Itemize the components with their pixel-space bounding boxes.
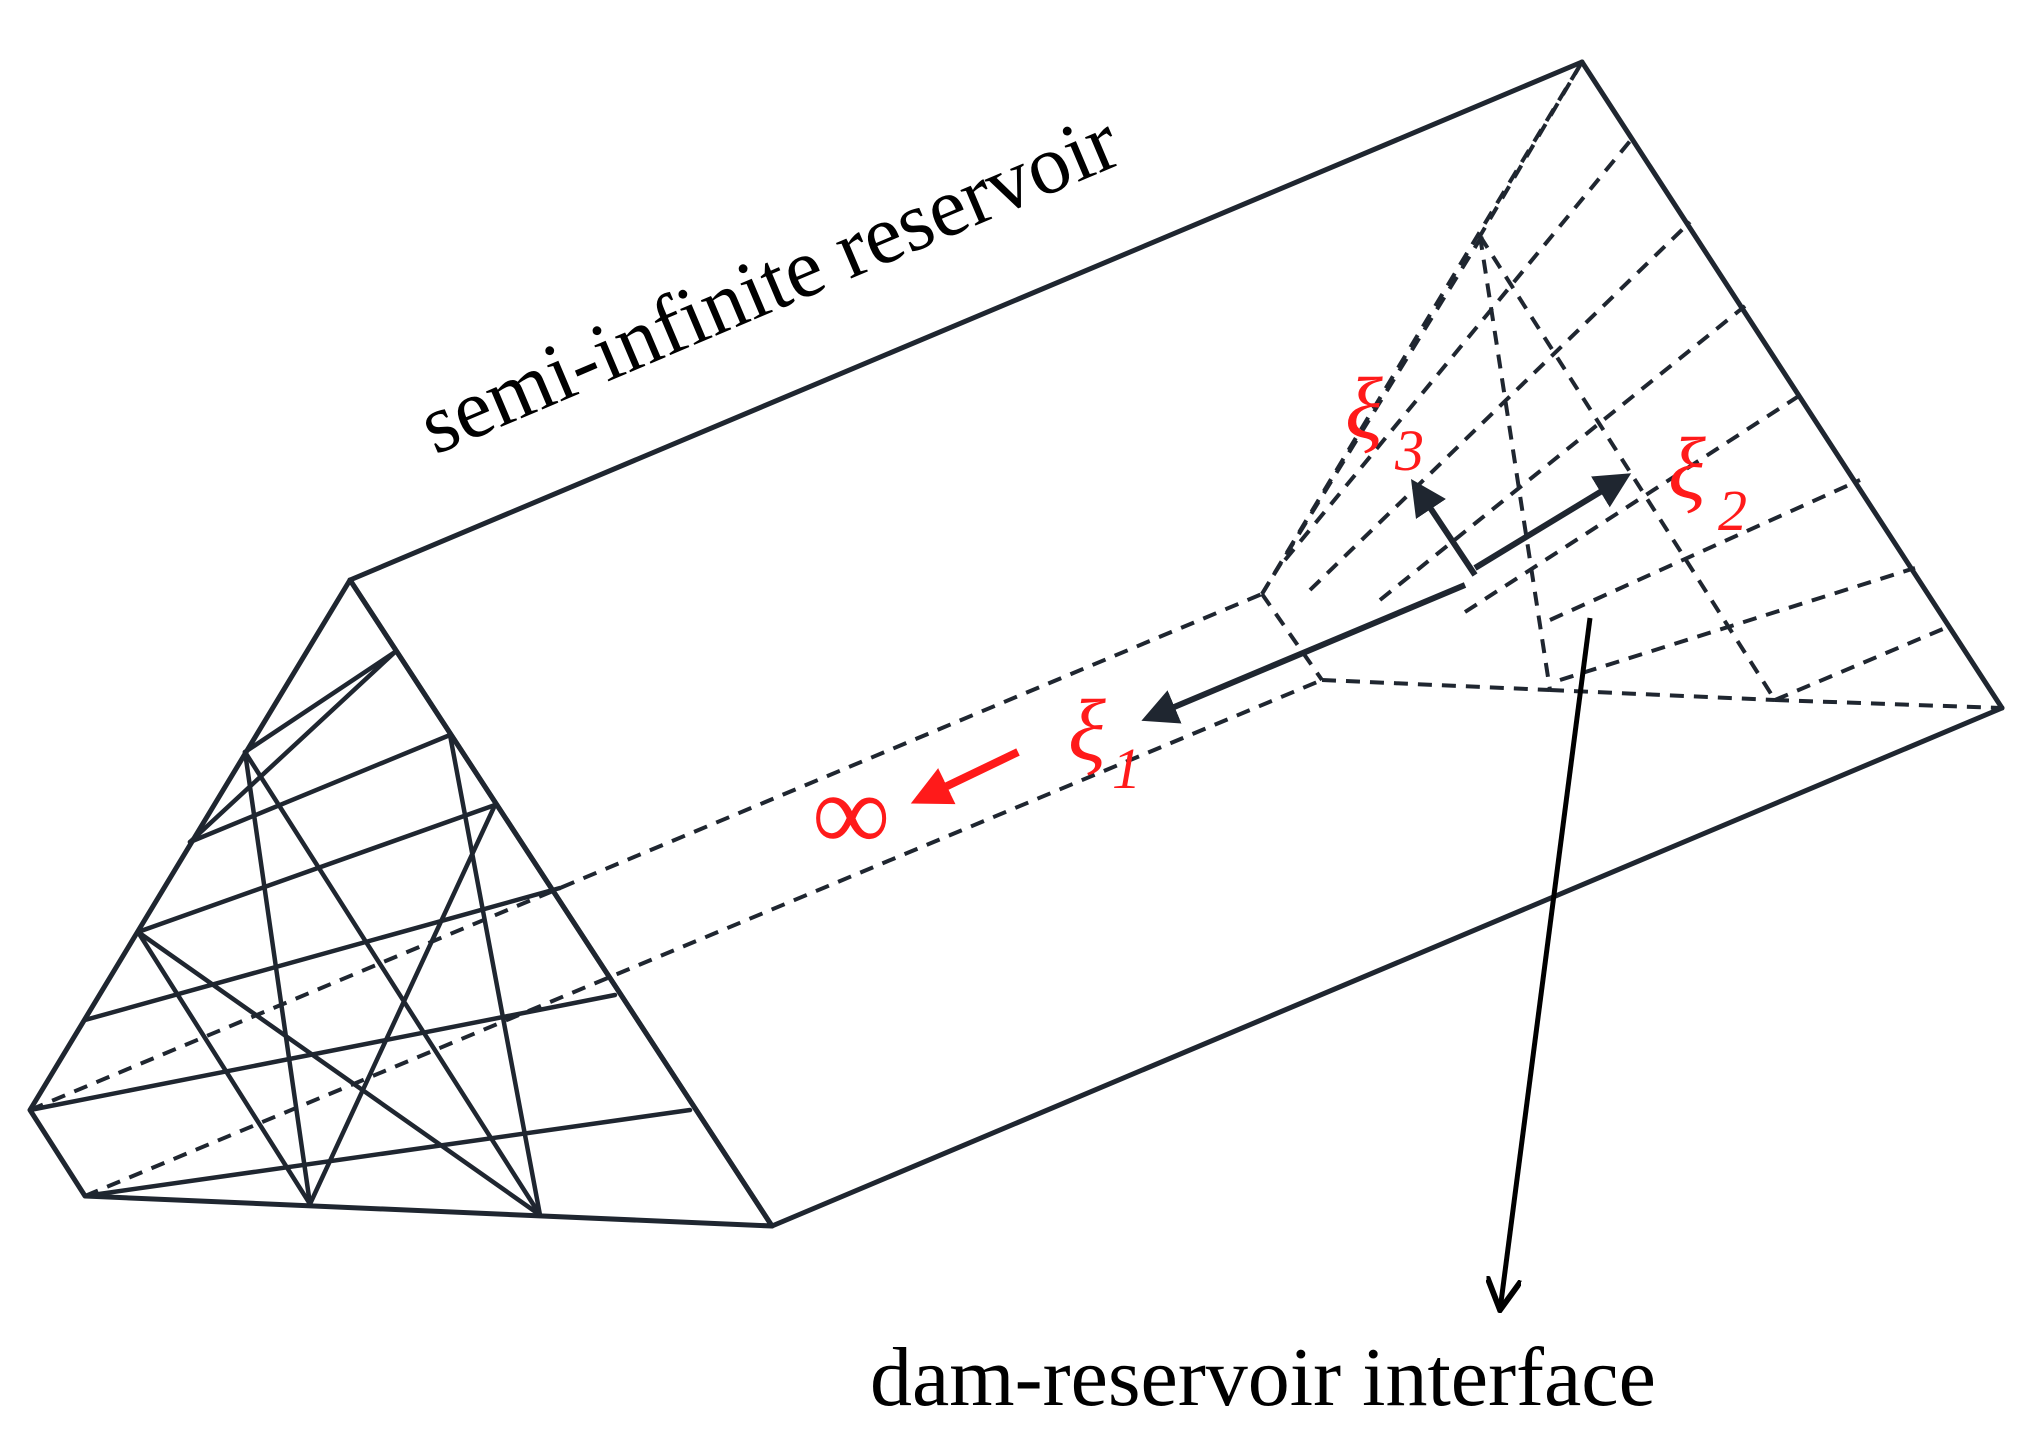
interface-pointer-arrow: [1500, 617, 1593, 1310]
dashed-line: [84, 678, 1323, 1198]
xi3-label: ξ 3: [1345, 361, 1424, 483]
reservoir-label: semi-infinite reservoir: [406, 94, 1132, 472]
front-right-edge: [347, 577, 775, 1229]
dashed-line: [1308, 220, 1692, 592]
mesh-line: [135, 929, 313, 1207]
mesh-line: [187, 649, 398, 845]
dashed-line: [1260, 60, 1584, 596]
dashed-line: [1774, 624, 1951, 702]
dashed-line: [1559, 566, 1916, 682]
front-face-edge: [27, 577, 775, 1229]
dashed-line: [1774, 698, 2003, 710]
mesh-line: [82, 1107, 693, 1199]
infinity-symbol: ∞: [812, 752, 890, 874]
hidden-dashed-lines: [29, 60, 2003, 1198]
mesh-line: [242, 749, 313, 1207]
xi3-axis-arrow: [1411, 479, 1478, 577]
dashed-line: [1478, 235, 1552, 691]
xi1-label: ξ 1: [1068, 683, 1141, 801]
infinity-arrow: [910, 748, 1020, 805]
xi3-symbol: ξ: [1345, 361, 1383, 458]
xi1-axis-arrow: [1141, 582, 1467, 724]
mesh-line: [307, 802, 498, 1207]
dashed-line: [1463, 390, 1807, 614]
interface-label: dam-reservoir interface: [870, 1331, 1656, 1424]
dashed-line: [1549, 688, 1776, 702]
xi2-subscript: 2: [1718, 478, 1747, 543]
xi2-symbol: ξ: [1668, 421, 1706, 518]
mesh-line: [135, 802, 498, 935]
mesh-line: [135, 929, 543, 1218]
top-long-edge: [347, 59, 1585, 583]
xi1-subscript: 1: [1112, 736, 1141, 801]
coordinate-axes: [910, 473, 1632, 805]
mesh-line: [447, 732, 543, 1218]
dashed-line: [1283, 133, 1637, 562]
dashed-line: [1478, 234, 1777, 702]
bottom-long-edge: [769, 705, 2005, 1229]
mesh-line: [187, 732, 453, 845]
xi3-subscript: 3: [1394, 418, 1424, 483]
xi2-axis-arrow: [1473, 473, 1632, 571]
dashed-line: [1321, 678, 1551, 692]
xi2-label: ξ 2: [1668, 421, 1747, 543]
mesh-line: [242, 649, 398, 755]
dashed-line: [1378, 304, 1747, 602]
dashed-line: [1478, 60, 1584, 238]
back-right-edge: [1579, 59, 2005, 711]
front-face-mesh: [27, 649, 693, 1218]
xi1-symbol: ξ: [1068, 683, 1106, 780]
mesh-line: [82, 885, 563, 1023]
dashed-line: [1260, 592, 1324, 682]
dashed-line: [29, 592, 1263, 1112]
dashed-line: [1549, 478, 1861, 622]
